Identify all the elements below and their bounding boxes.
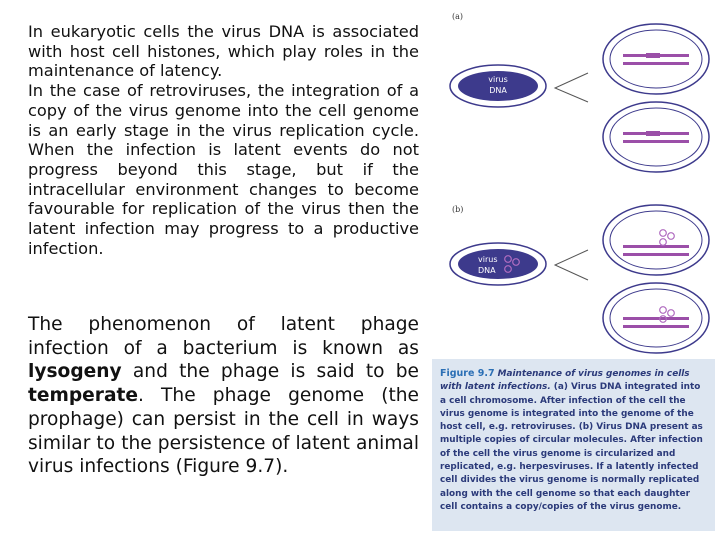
caption-title: Figure 9.7 (440, 368, 495, 379)
lysogeny-text-mid: and the phage is said to be (121, 361, 419, 383)
cell-nucleus (609, 29, 703, 89)
circular-virus-dna (659, 315, 667, 323)
arrow-icon (553, 72, 589, 103)
cell-nucleus (609, 288, 703, 348)
panel-b-daughter-cell-top (602, 204, 710, 276)
chromosome (623, 62, 689, 65)
chromosome (623, 317, 689, 320)
circular-virus-dna (659, 238, 667, 246)
body-text-lysogeny: The phenomenon of latent phage infection… (28, 313, 419, 479)
cell-membrane (602, 101, 710, 173)
panel-a-daughter-cell-bottom (602, 101, 710, 173)
panel-label-a: (a) (452, 12, 464, 21)
body-text-eukaryotic: In eukaryotic cells the virus DNA is ass… (28, 22, 419, 258)
figure-caption: Figure 9.7 Maintenance of virus genomes … (432, 359, 715, 531)
chromosome (623, 325, 689, 328)
circular-virus-dna (667, 309, 675, 317)
panel-b-arrows (553, 249, 589, 281)
chromosome (623, 253, 689, 256)
panel-label-b: (b) (452, 205, 464, 214)
cell-nucleus (609, 210, 703, 270)
caption-body: (a) Virus DNA integrated into a cell chr… (440, 382, 703, 512)
paragraph-retroviruses: In the case of retroviruses, the integra… (28, 81, 419, 258)
integrated-virus-dna (646, 131, 660, 136)
circular-virus-dna (512, 258, 520, 266)
virus-dna-label-a1: virus (488, 75, 507, 84)
cell-nucleus (458, 71, 538, 101)
term-lysogeny: lysogeny (28, 361, 122, 383)
paragraph-lysogeny: The phenomenon of latent phage infection… (28, 313, 419, 479)
circular-virus-dna (667, 232, 675, 240)
lysogeny-text-end: . The phage genome (the prophage) can pe… (28, 385, 419, 478)
paragraph-histones: In eukaryotic cells the virus DNA is ass… (28, 22, 419, 81)
figure-9-7: (a) (b) virus DNA virus (430, 0, 720, 540)
chromosome (623, 245, 689, 248)
circular-virus-dna (504, 265, 512, 273)
integrated-virus-dna (646, 53, 660, 58)
cell-nucleus (458, 249, 538, 279)
circular-virus-dna (659, 306, 667, 314)
lysogeny-text-start: The phenomenon of latent phage infection… (28, 314, 419, 359)
figure-diagram: virus DNA virus DNA (449, 23, 710, 354)
chromosome (623, 140, 689, 143)
panel-a-parent-cell: virus DNA (449, 64, 547, 108)
cell-membrane (602, 23, 710, 95)
panel-a-daughter-cell-top (602, 23, 710, 95)
arrow-icon (553, 249, 589, 281)
virus-dna-label-a2: DNA (489, 86, 507, 95)
virus-dna-label-b2: DNA (478, 266, 496, 275)
cell-membrane (602, 204, 710, 276)
panel-b-parent-cell: virus DNA (449, 242, 547, 286)
virus-dna-label-b1: virus (478, 255, 497, 264)
cell-nucleus (609, 107, 703, 167)
caption-heading: Maintenance of virus genomes in cells wi… (440, 369, 690, 393)
circular-virus-dna (659, 229, 667, 237)
panel-b-daughter-cell-bottom (602, 282, 710, 354)
term-temperate: temperate (28, 385, 139, 407)
panel-a-arrows (553, 72, 589, 103)
circular-virus-dna (504, 255, 512, 263)
